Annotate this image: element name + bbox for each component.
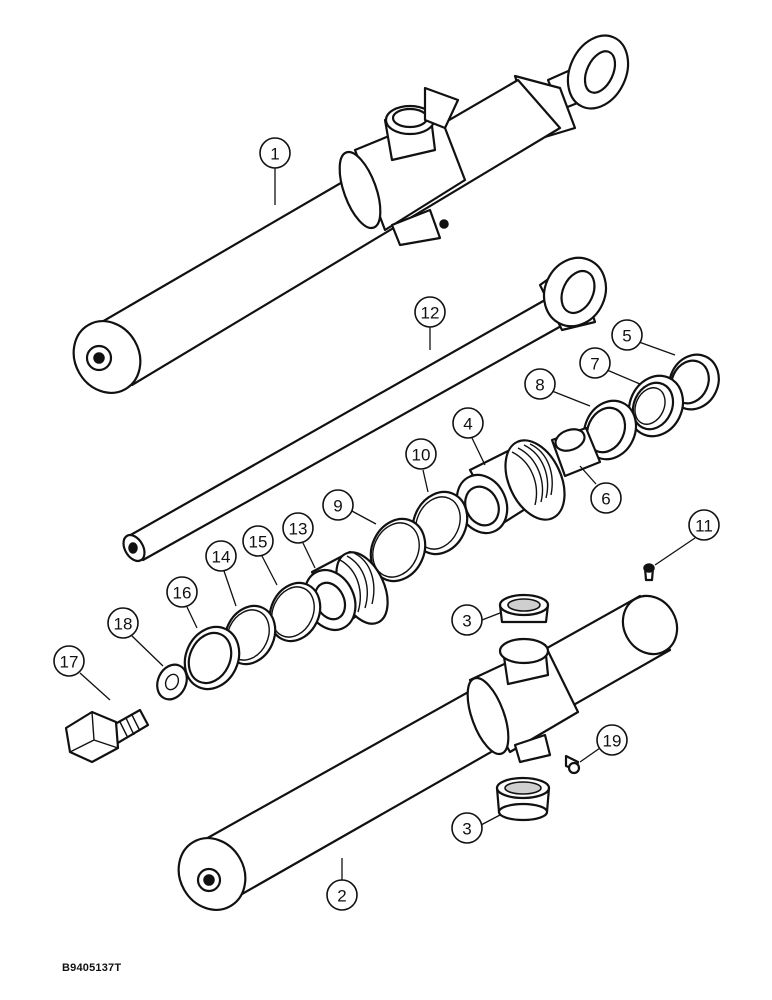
grease-fitting bbox=[643, 563, 655, 582]
callout-label: 15 bbox=[249, 533, 268, 552]
callout-label: 3 bbox=[462, 820, 471, 839]
callout-label: 17 bbox=[60, 653, 79, 672]
callout-14 bbox=[205, 540, 237, 572]
callout-7 bbox=[579, 347, 611, 379]
callout-9 bbox=[322, 489, 354, 521]
callout-13 bbox=[282, 512, 314, 544]
callout-4 bbox=[452, 407, 484, 439]
o-ring-gland bbox=[369, 517, 427, 583]
bushing bbox=[550, 426, 602, 478]
bolt bbox=[64, 708, 150, 764]
callout-label: 12 bbox=[421, 304, 440, 323]
figure-id: B9405137T bbox=[62, 962, 122, 974]
callout-12 bbox=[414, 296, 446, 328]
callout-label: 16 bbox=[173, 584, 192, 603]
callout-label: 9 bbox=[333, 497, 342, 516]
callout-label: 8 bbox=[535, 376, 544, 395]
washer bbox=[156, 663, 188, 701]
callout-2 bbox=[326, 879, 358, 911]
callout-label: 2 bbox=[337, 887, 346, 906]
callout-label: 6 bbox=[601, 490, 610, 509]
callout-5 bbox=[611, 319, 643, 351]
callout-label: 14 bbox=[212, 548, 231, 567]
piston-seal bbox=[183, 625, 241, 691]
callout-10 bbox=[405, 438, 437, 470]
cylinder-barrel-upper bbox=[72, 34, 630, 394]
callout-label: 5 bbox=[622, 327, 631, 346]
callout-label: 3 bbox=[462, 612, 471, 631]
grease-fitting-lower bbox=[564, 754, 581, 775]
callout-label: 19 bbox=[603, 732, 622, 751]
rod-seal bbox=[627, 374, 685, 438]
backup-ring-gland bbox=[411, 490, 469, 556]
callout-label: 18 bbox=[114, 615, 133, 634]
callout-6 bbox=[590, 482, 622, 514]
callout-15 bbox=[242, 525, 274, 557]
o-ring-piston bbox=[268, 581, 322, 643]
callout-11 bbox=[688, 509, 720, 541]
callout-label: 4 bbox=[463, 415, 472, 434]
callout-label: 11 bbox=[695, 517, 713, 536]
callout-layer: 1 12 5 7 8 4 6 10 9 11 bbox=[53, 137, 720, 911]
callout-3-upper bbox=[451, 604, 483, 636]
callout-17 bbox=[53, 645, 85, 677]
callout-label: 13 bbox=[289, 520, 308, 539]
callout-3-lower bbox=[451, 812, 483, 844]
piston-rod bbox=[122, 256, 608, 563]
callout-label: 7 bbox=[590, 355, 599, 374]
callout-label: 10 bbox=[412, 446, 431, 465]
cylinder-barrel-lower bbox=[177, 594, 679, 911]
callout-1 bbox=[259, 137, 291, 169]
callout-8 bbox=[524, 368, 556, 400]
backup-ring bbox=[582, 399, 638, 461]
callout-16 bbox=[166, 576, 198, 608]
callout-18 bbox=[107, 607, 139, 639]
callout-19 bbox=[596, 724, 628, 756]
bushing-lower bbox=[495, 776, 551, 822]
callout-label: 1 bbox=[270, 145, 279, 164]
bushing-upper bbox=[498, 593, 550, 624]
